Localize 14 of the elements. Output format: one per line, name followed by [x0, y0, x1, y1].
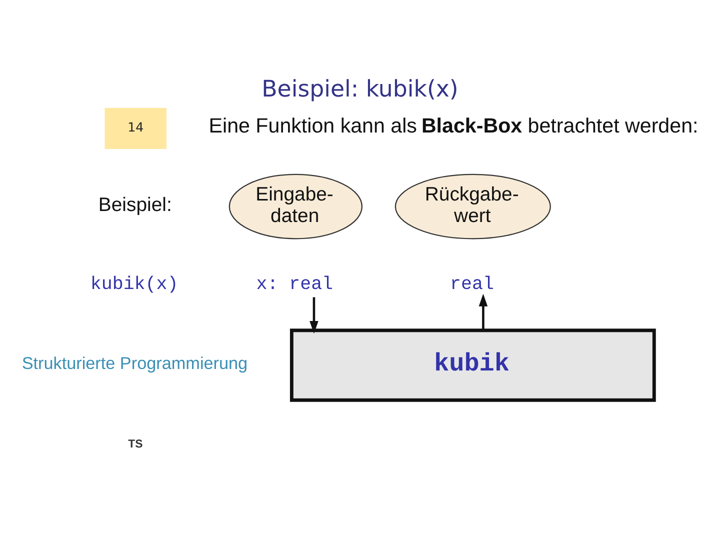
node-ellipse: Eingabe- daten	[228, 174, 363, 240]
label: Eine Funktion kann als Black-Box betrachtet werden:	[208, 114, 698, 138]
label: kubik(x)	[90, 274, 178, 295]
diagram-title: Beispiel: kubik(x)	[262, 76, 458, 102]
label: TS	[128, 438, 143, 451]
node-box: kubik	[290, 328, 656, 402]
label: 14	[128, 120, 144, 135]
node-text: x: real	[256, 274, 334, 295]
node-ellipse: Rückgabe- wert	[394, 174, 551, 240]
node-text: real	[450, 274, 494, 295]
label: Beispiel:	[98, 194, 172, 216]
label: Strukturierte Programmierung	[22, 353, 248, 374]
arrow	[310, 297, 318, 334]
arrow	[478, 294, 488, 330]
